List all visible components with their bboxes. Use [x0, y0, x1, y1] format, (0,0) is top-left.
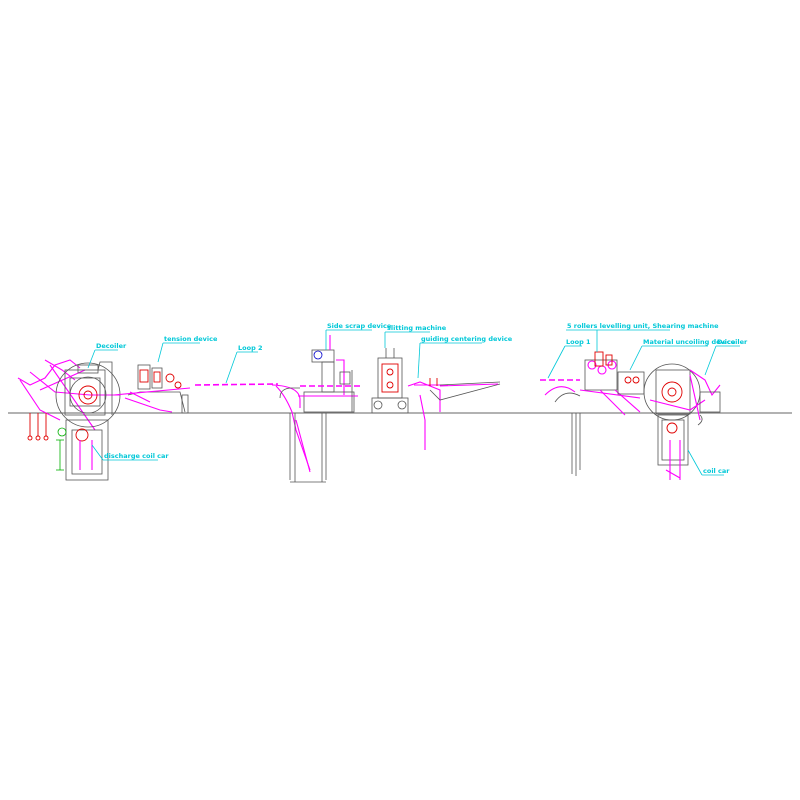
levelling-shearing-unit	[579, 351, 645, 416]
loop2-pit	[271, 384, 327, 483]
loop2-strip	[194, 383, 279, 386]
label-slitting-machine: slitting machine	[387, 324, 447, 332]
loop1-pit	[540, 379, 581, 476]
slitting-machine	[371, 348, 409, 414]
left-decoiler-machine	[17, 359, 121, 481]
label-coil-car: coil car	[703, 467, 730, 475]
label-material-uncoiling: Material uncoiling device	[643, 338, 736, 346]
leader-lines	[87, 329, 740, 476]
guiding-centering-device	[407, 378, 501, 450]
right-decoiler-machine	[643, 363, 721, 480]
label-tension-device: tension device	[164, 335, 218, 343]
label-loop1: Loop 1	[566, 338, 591, 346]
label-side-scrap-device: Side scrap device	[327, 322, 392, 330]
label-levelling-shearing: 5 rollers levelling unit, Shearing machi…	[567, 322, 719, 330]
label-decoiler-right: Decoiler	[717, 338, 748, 346]
tension-device	[113, 364, 191, 414]
side-scrap-device	[298, 335, 360, 413]
label-guiding-centering-device: guiding centering device	[421, 335, 513, 343]
label-loop2: Loop 2	[238, 344, 263, 352]
label-decoiler-left: Decoiler	[96, 342, 127, 350]
label-discharge-coil-car: discharge coil car	[104, 452, 169, 460]
